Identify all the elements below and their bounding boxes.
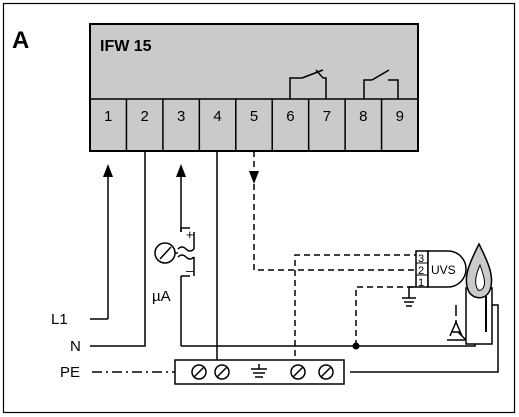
relay-nc-contact	[289, 69, 327, 99]
arrow-terminal-3	[176, 164, 186, 177]
sensor-pin-2: 2	[418, 265, 424, 277]
wire-terminal-3	[180, 174, 356, 347]
ignition-electrode-icon	[447, 305, 467, 341]
meter-unit-label: µA	[152, 288, 171, 305]
wire-l1	[90, 174, 109, 320]
wire-n	[90, 151, 146, 347]
terminal-8-label: 8	[359, 108, 367, 125]
terminal-1-label: 1	[104, 108, 112, 125]
terminal-3-label: 3	[177, 108, 185, 125]
pe-earth-icon	[251, 364, 267, 378]
label-pe: PE	[60, 364, 80, 381]
terminal-5-label: 5	[250, 108, 258, 125]
meter-plus-sign: +	[186, 227, 194, 242]
arrow-l1	[103, 164, 113, 177]
meter-minus-sign: –	[186, 263, 194, 278]
relay-no-contact	[363, 69, 399, 99]
sensor-earth-icon	[402, 286, 416, 307]
burner-flame-icon	[350, 242, 499, 373]
terminal-2-label: 2	[140, 108, 148, 125]
device-name: IFW 15	[100, 38, 152, 55]
sensor-dashed-wires	[253, 151, 416, 366]
uv-sensor	[415, 250, 467, 288]
terminal-9-label: 9	[396, 108, 404, 125]
microammeter	[154, 227, 195, 281]
pe-terminal-block	[174, 359, 345, 385]
sensor-pin-1: 1	[418, 277, 424, 289]
label-n: N	[70, 338, 81, 355]
wire-burner	[356, 340, 476, 347]
figure-label: A	[12, 27, 29, 54]
sensor-pin-3: 3	[418, 253, 424, 265]
sensor-name: UVS	[431, 263, 456, 277]
outer-frame	[2, 2, 516, 414]
terminal-strip: 1 2 3 4 5 6 7 8 9	[104, 99, 404, 151]
terminal-7-label: 7	[323, 108, 331, 125]
label-l1: L1	[51, 311, 68, 328]
terminal-6-label: 6	[286, 108, 294, 125]
terminal-4-label: 4	[213, 108, 221, 125]
arrow-terminal-5	[249, 171, 259, 184]
